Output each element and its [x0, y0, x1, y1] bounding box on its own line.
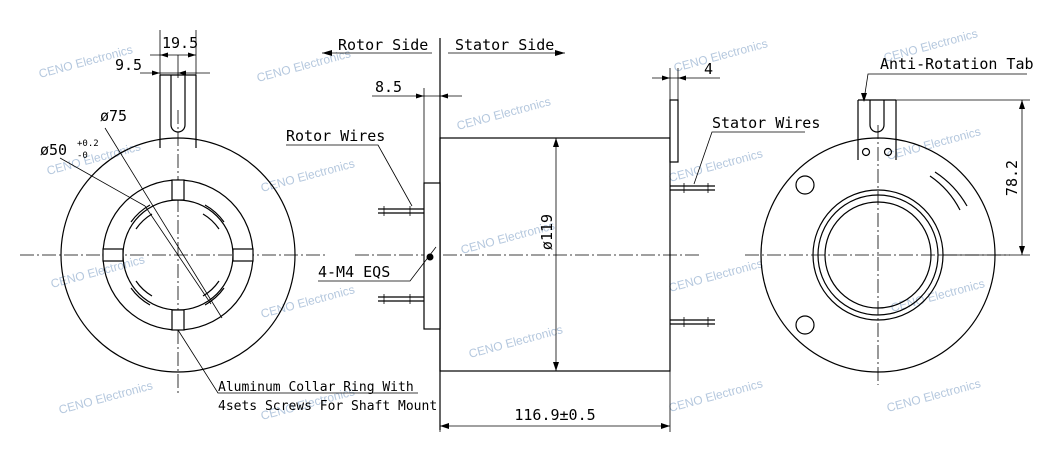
- watermark: CENO Electronics: [672, 36, 769, 75]
- collar-note-line2: 4sets Screws For Shaft Mount: [218, 399, 437, 414]
- dim-9-5: 9.5: [115, 56, 142, 74]
- watermark: CENO Electronics: [667, 256, 764, 295]
- watermark: CENO Electronics: [57, 378, 154, 417]
- stator-wires-lower: [670, 317, 715, 327]
- rotor-wires-upper: [378, 206, 424, 216]
- stator-wires-label: Stator Wires: [712, 114, 820, 132]
- rotor-wires-lower: [378, 294, 424, 304]
- watermark: CENO Electronics: [667, 146, 764, 185]
- dim-50-tol-upper: +0.2: [77, 139, 99, 149]
- stator-wires-upper: [670, 183, 715, 193]
- watermark: CENO Electronics: [259, 282, 356, 321]
- collar-note-line1: Aluminum Collar Ring With: [218, 380, 414, 395]
- watermark: CENO Electronics: [259, 156, 356, 195]
- stator-end-view: Anti-Rotation Tab 78.2: [745, 55, 1034, 385]
- dim-50-tol-lower: -0: [77, 151, 88, 161]
- rotor-wires-label: Rotor Wires: [286, 127, 385, 145]
- stator-side-label: Stator Side: [455, 36, 554, 54]
- watermark: CENO Electronics: [667, 376, 764, 415]
- watermark: CENO Electronics: [885, 124, 982, 163]
- rotor-side-label: Rotor Side: [338, 36, 428, 54]
- m4-eqs-label: 4-M4 EQS: [318, 263, 390, 281]
- dim-50: ø50: [40, 141, 67, 159]
- dim-19-5: 19.5: [162, 34, 198, 52]
- dim-116-9: 116.9±0.5: [514, 406, 595, 424]
- side-view: Rotor Side Stator Side: [286, 36, 820, 432]
- dim-119: ø119: [538, 214, 556, 250]
- anti-rotation-tab-label: Anti-Rotation Tab: [880, 55, 1034, 73]
- watermark: CENO Electronics: [467, 322, 564, 361]
- dim-4: 4: [704, 60, 713, 78]
- rotor-end-view: 19.5 9.5 ø75 ø50 +0.2 -0 Aluminum Collar…: [20, 30, 437, 414]
- dim-78-2: 78.2: [1003, 160, 1021, 196]
- dim-75: ø75: [100, 107, 127, 125]
- watermark: CENO Electronics: [455, 94, 552, 133]
- dim-8-5: 8.5: [375, 78, 402, 96]
- watermark: CENO Electronics: [885, 376, 982, 415]
- watermark-layer: CENO Electronics CENO Electronics CENO E…: [37, 26, 986, 423]
